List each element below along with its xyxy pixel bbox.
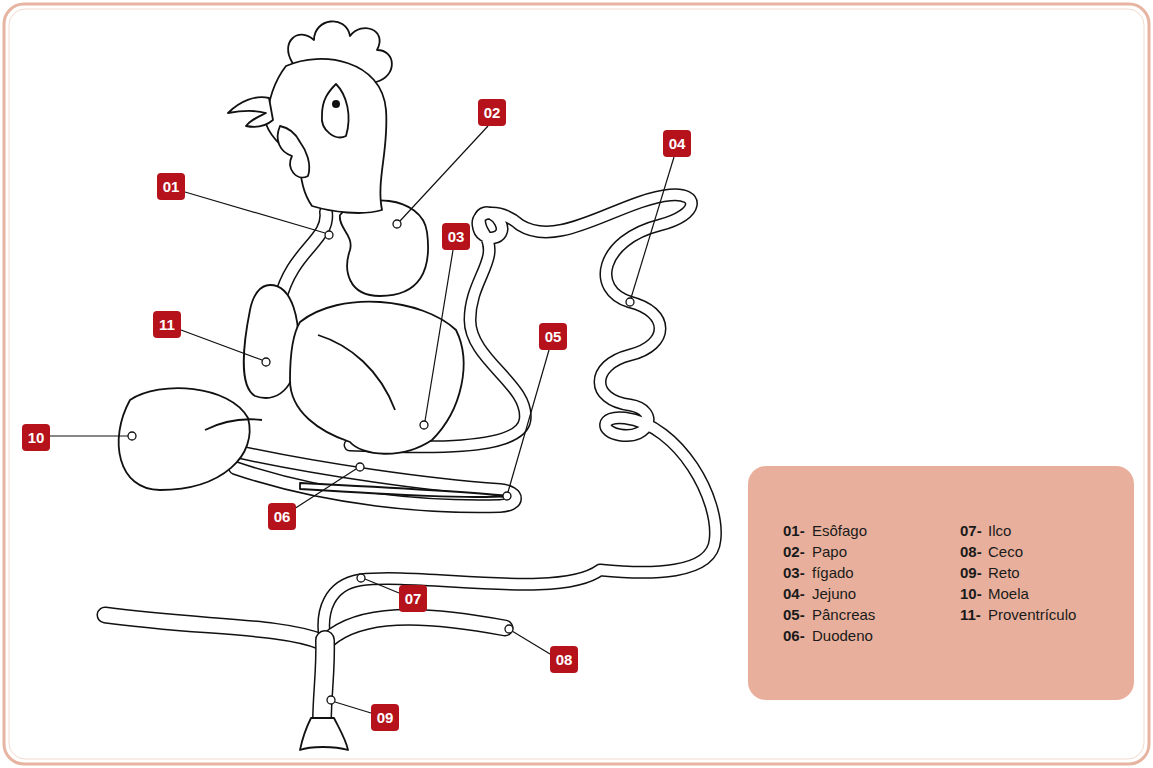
legend-term: Ceco [988, 544, 1134, 561]
legend-number: 04- [783, 586, 812, 603]
leader-lines [50, 126, 674, 713]
callout-number: 11 [159, 317, 175, 332]
frame-inner-border [9, 9, 1144, 759]
legend-term: Ilco [988, 523, 1134, 540]
eye-dot [332, 100, 340, 108]
legend-number: 03- [783, 565, 812, 582]
callout-number: 10 [28, 430, 45, 445]
legend-number: 02- [783, 544, 812, 561]
callout-number: 09 [377, 710, 394, 725]
callout-number: 05 [545, 329, 562, 344]
beak-shape [228, 97, 273, 127]
callout-number: 07 [405, 591, 422, 606]
legend-number: 01- [783, 523, 812, 540]
callout-box: 02 [478, 99, 506, 126]
legend-number: 11- [960, 607, 988, 624]
leader-dots [128, 220, 634, 704]
legend-term: Moela [988, 586, 1134, 603]
gizzard-line [205, 419, 262, 430]
gizzard-shape [119, 388, 250, 490]
legend-term: Proventrículo [988, 607, 1134, 624]
callout-box: 07 [399, 585, 427, 612]
head-shape [266, 59, 386, 213]
callout-box: 05 [539, 323, 567, 350]
callout-number: 01 [163, 179, 180, 194]
callout-box: 04 [663, 130, 691, 157]
liver-lobe-line [318, 335, 395, 410]
ear-lobe-shape [322, 84, 349, 137]
liver-shape [290, 302, 464, 454]
legend-term: Jejuno [812, 586, 960, 603]
cloaca-shape [300, 718, 348, 750]
legend-term: Duodeno [812, 628, 960, 645]
callout-box: 06 [268, 503, 296, 530]
callout-box: 03 [442, 223, 470, 250]
legend-panel: 01-Esôfago02-Papo03-fígado04-Jejuno05-Pâ… [748, 466, 1134, 700]
legend-term: fígado [812, 565, 960, 582]
legend-number: 05- [783, 607, 812, 624]
callout-box: 11 [153, 311, 181, 338]
callout-box: 10 [22, 424, 50, 451]
legend-term: Papo [812, 544, 960, 561]
frame-border [4, 4, 1149, 764]
callout-number: 02 [484, 105, 501, 120]
legend-number: 06- [783, 628, 812, 645]
legend-term: Reto [988, 565, 1134, 582]
callout-box: 08 [550, 646, 578, 673]
callout-number: 08 [556, 652, 573, 667]
callout-number: 04 [669, 136, 686, 151]
legend-number: 08- [960, 544, 988, 561]
callout-box: 01 [157, 173, 185, 200]
crop-shape [340, 200, 428, 296]
callout-number: 06 [274, 509, 291, 524]
callout-box: 09 [371, 704, 399, 731]
legend-term: Pâncreas [812, 607, 960, 624]
legend-number: 07- [960, 523, 988, 540]
legend-term: Esôfago [812, 523, 960, 540]
callout-number: 03 [448, 229, 465, 244]
wattle-shape [278, 126, 310, 177]
intestine-tubes [105, 195, 715, 722]
legend-number: 10- [960, 586, 988, 603]
legend-number: 09- [960, 565, 988, 582]
